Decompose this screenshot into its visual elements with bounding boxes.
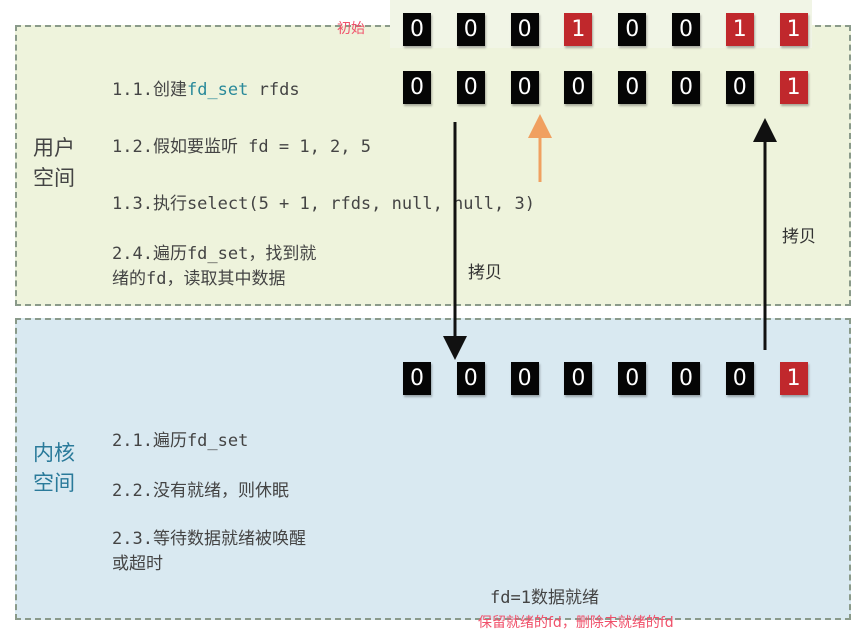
copy-down-label: 拷贝 — [468, 263, 502, 283]
initial-label: 初始 — [337, 21, 365, 37]
step-1-3: 1.3.执行select(5 + 1, rfds, null, null, 3) — [112, 194, 535, 214]
step-2-2: 2.2.没有就绪，则休眠 — [112, 481, 289, 501]
keep-ready-note: 保留就绪的fd，删除未就绪的fd — [478, 615, 674, 631]
user-space-label: 用户空间 — [33, 136, 75, 190]
copy-up-label: 拷贝 — [782, 227, 816, 247]
step-2-4-line1: 2.4.遍历fd_set，找到就 — [112, 244, 317, 264]
user-space-region — [15, 25, 851, 306]
bit-cell: 0 — [456, 362, 485, 395]
step-2-1: 2.1.遍历fd_set — [112, 431, 249, 451]
kernel-space-region — [15, 318, 851, 620]
step-1-2: 1.2.假如要监听 fd = 1, 2, 5 — [112, 137, 371, 157]
bit-cell: 0 — [564, 362, 593, 395]
bit-cell: 0 — [725, 362, 754, 395]
step-2-3-line2: 或超时 — [112, 554, 163, 574]
bit-cell: 0 — [618, 362, 647, 395]
bit-cell: 0 — [725, 71, 754, 104]
bit-cell: 0 — [456, 71, 485, 104]
bit-cell: 0 — [510, 71, 539, 104]
bit-cell: 0 — [564, 71, 593, 104]
bit-cell: 1 — [779, 362, 808, 395]
bit-cell: 0 — [510, 13, 539, 46]
fd-ready-note: fd=1数据就绪 — [490, 588, 599, 608]
bit-cell: 0 — [403, 362, 431, 395]
step-2-4-line2: 绪的fd，读取其中数据 — [112, 269, 286, 289]
bit-cell: 1 — [779, 71, 808, 104]
bit-cell: 0 — [456, 13, 485, 46]
bit-cell: 0 — [403, 71, 431, 104]
step-2-3-line1: 2.3.等待数据就绪被唤醒 — [112, 529, 306, 549]
kernel-space-label: 内核空间 — [33, 441, 75, 495]
bit-cell: 0 — [672, 71, 700, 104]
bit-cell: 0 — [510, 362, 539, 395]
bit-cell: 0 — [672, 362, 700, 395]
bit-cell: 0 — [618, 71, 647, 104]
bit-cell: 0 — [672, 13, 700, 46]
bit-cell: 1 — [725, 13, 754, 46]
bit-cell: 0 — [403, 13, 431, 46]
bit-cell: 1 — [564, 13, 593, 46]
step-1-1: 1.1.创建fd_set rfds — [112, 80, 300, 100]
bit-cell: 1 — [779, 13, 808, 46]
bit-cell: 0 — [618, 13, 647, 46]
